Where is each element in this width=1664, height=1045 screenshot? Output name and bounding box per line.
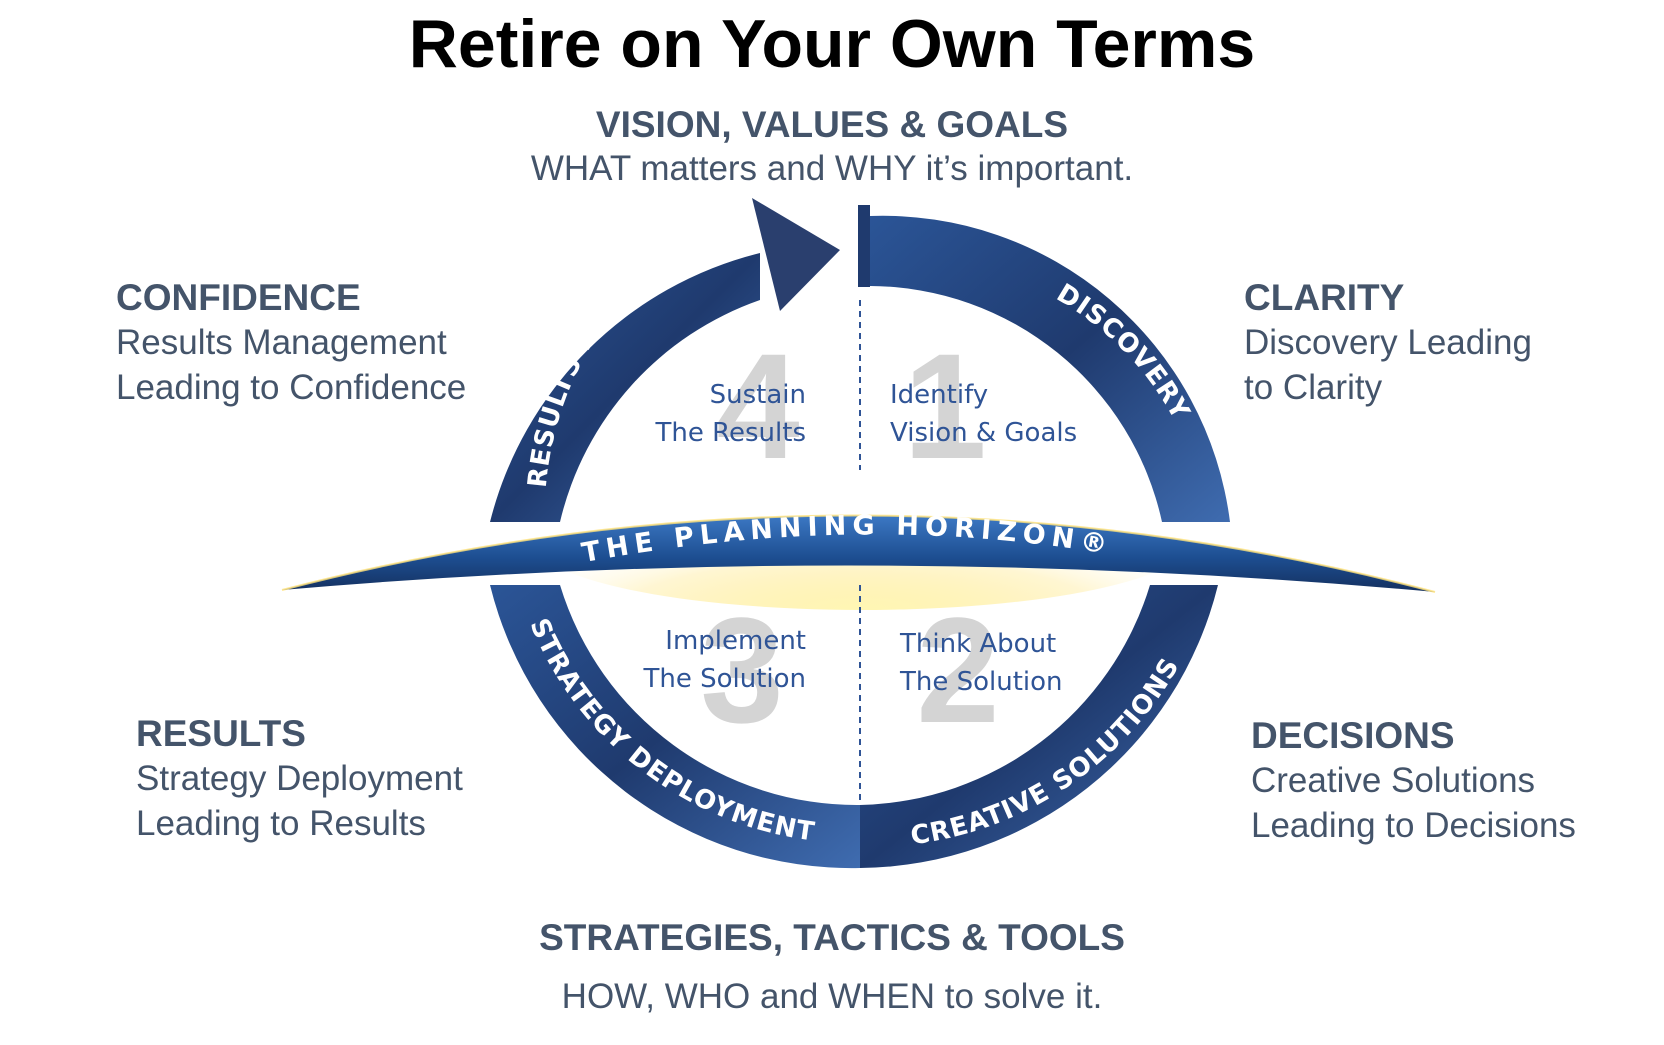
bottom-subtitle: HOW, WHO and WHEN to solve it. [561, 977, 1103, 1016]
ring-creative-solutions-segment [860, 585, 1218, 868]
clarity-block: CLARITY Discovery Leading to Clarity [1244, 276, 1532, 410]
decisions-heading: DECISIONS [1251, 715, 1455, 756]
confidence-heading: CONFIDENCE [116, 277, 361, 318]
quadrant-1-number: 1 [903, 322, 986, 490]
decisions-line-1: Creative Solutions [1251, 761, 1536, 800]
results-heading: RESULTS [136, 713, 306, 754]
arrow-head [752, 198, 840, 311]
results-line-2: Leading to Results [136, 804, 426, 843]
decisions-line-2: Leading to Decisions [1251, 806, 1576, 845]
results-line-1: Strategy Deployment [136, 759, 463, 798]
top-divider-bar [858, 205, 870, 287]
quadrant-3-line-1: Implement [665, 626, 806, 656]
confidence-line-1: Results Management [116, 323, 447, 362]
quadrant-3-number: 3 [700, 586, 783, 754]
ring-results-management-segment [490, 253, 760, 522]
ring-strategy-deployment-segment [490, 585, 860, 869]
quadrant-4-line-2: The Results [654, 418, 806, 448]
ring-discovery-segment [870, 215, 1230, 522]
confidence-line-2: Leading to Confidence [116, 368, 467, 407]
bottom-heading: STRATEGIES, TACTICS & TOOLS [539, 917, 1125, 958]
page-title: Retire on Your Own Terms [408, 6, 1256, 82]
quadrant-1-line-1: Identify [890, 380, 988, 410]
quadrant-1-line-2: Vision & Goals [890, 418, 1077, 448]
quadrant-3-line-2: The Solution [642, 664, 806, 694]
quadrant-4-number: 4 [716, 322, 799, 490]
top-subtitle: WHAT matters and WHY it’s important. [530, 149, 1134, 188]
quadrant-2-number: 2 [916, 586, 999, 754]
quadrant-4-line-1: Sustain [710, 380, 806, 410]
quadrant-2-line-1: Think About [899, 629, 1056, 659]
clarity-line-2: to Clarity [1244, 368, 1383, 407]
decisions-block: DECISIONS Creative Solutions Leading to … [1251, 714, 1576, 848]
top-heading: VISION, VALUES & GOALS [595, 104, 1069, 145]
clarity-line-1: Discovery Leading [1244, 323, 1532, 362]
results-block: RESULTS Strategy Deployment Leading to R… [136, 712, 463, 846]
quadrant-2-line-2: The Solution [899, 667, 1063, 697]
confidence-block: CONFIDENCE Results Management Leading to… [116, 276, 466, 410]
clarity-heading: CLARITY [1244, 277, 1405, 318]
